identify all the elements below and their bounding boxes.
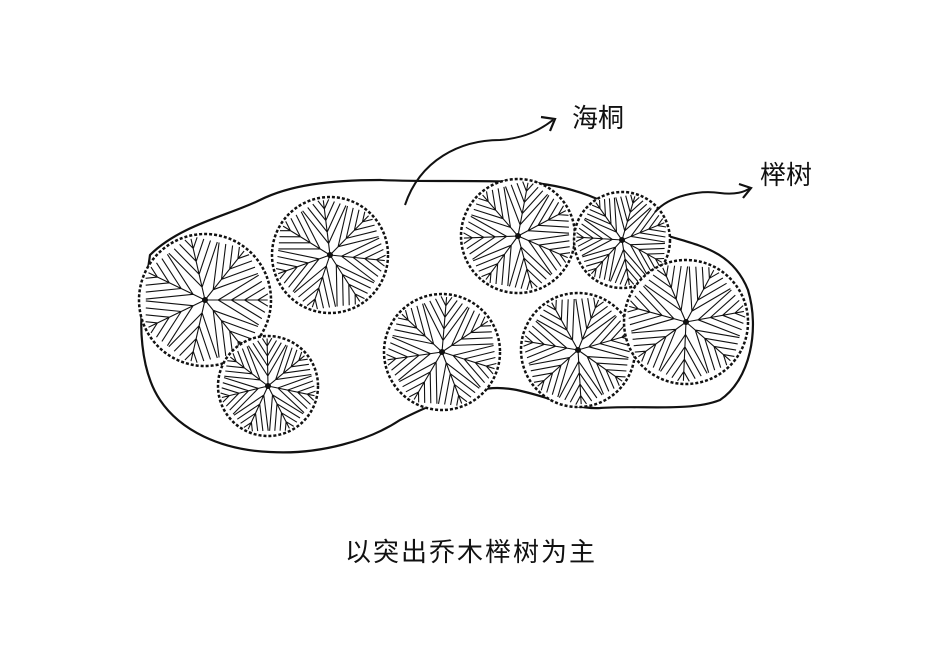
shrub-label-arrow [404,119,554,206]
tree-symbol [459,177,577,295]
tree-label-arrow [654,187,751,213]
shrub-label: 海桐 [572,104,625,134]
caption: 以突出乔木榉树为主 [344,538,597,568]
tree-symbol [137,232,273,368]
tree-symbol [270,195,390,315]
shrub-arrow-head [540,115,557,132]
tree-symbol [572,190,672,290]
tree-symbol [382,292,502,412]
tree-symbol [216,334,320,438]
shrub-mass-outline [140,178,755,454]
tree-symbol [622,258,750,386]
tree-symbol [519,291,637,409]
tree-label: 榉树 [760,161,813,191]
tree-arrow-head [738,182,753,199]
